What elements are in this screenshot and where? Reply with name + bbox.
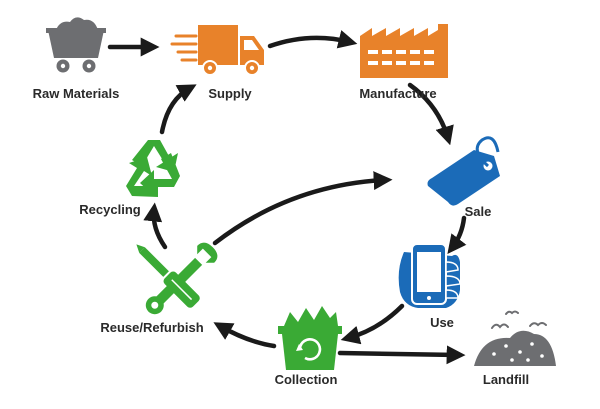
arrow-collection-to-reuse bbox=[213, 322, 277, 349]
factory-icon bbox=[360, 24, 448, 78]
landfill-pile-with-birds-icon bbox=[474, 310, 556, 366]
arrow-sale-to-use bbox=[447, 215, 467, 254]
label-supply: Supply bbox=[208, 86, 252, 101]
mine-cart-icon bbox=[46, 17, 106, 73]
label-raw-materials: Raw Materials bbox=[33, 86, 120, 101]
smartphone-in-hand-icon bbox=[398, 243, 461, 308]
label-manufacture: Manufacture bbox=[359, 86, 436, 101]
arrow-manufacture-to-sale bbox=[407, 82, 454, 146]
arrow-recycling-to-supply bbox=[159, 84, 197, 135]
label-collection: Collection bbox=[275, 372, 338, 387]
label-recycling: Recycling bbox=[79, 202, 140, 217]
arrow-collection-to-landfill bbox=[337, 345, 466, 365]
diagram-labels: Raw Materials Supply Manufacture Sale Us… bbox=[33, 86, 529, 387]
wrench-screwdriver-icon bbox=[136, 242, 218, 315]
delivery-truck-icon bbox=[170, 25, 264, 76]
label-reuse-refurbish: Reuse/Refurbish bbox=[100, 320, 203, 335]
flow-arrows bbox=[107, 30, 467, 365]
arrow-reuse-to-recycling bbox=[143, 202, 168, 250]
arrow-reuse-to-sale bbox=[212, 171, 393, 246]
price-tag-icon bbox=[427, 136, 500, 206]
arrow-use-to-collection bbox=[340, 303, 405, 345]
collection-bin-icon bbox=[278, 306, 342, 370]
label-use: Use bbox=[430, 315, 454, 330]
label-landfill: Landfill bbox=[483, 372, 529, 387]
arrow-supply-to-manufacture bbox=[267, 30, 358, 49]
recycle-icon bbox=[126, 140, 180, 197]
label-sale: Sale bbox=[465, 204, 492, 219]
